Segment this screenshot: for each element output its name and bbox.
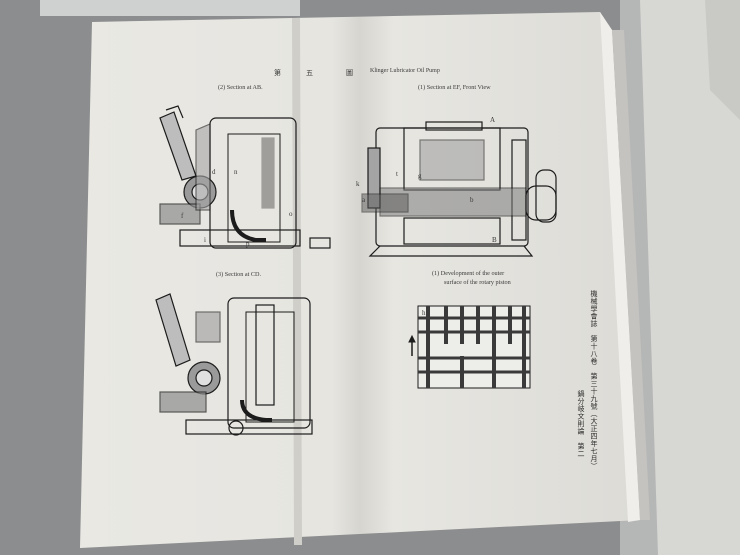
page-right-edge <box>600 12 640 522</box>
open-page <box>80 12 640 548</box>
plate-header-middle-glyph: 五 <box>306 69 313 77</box>
figure-letter: d <box>212 168 216 176</box>
figure-letter: i <box>204 236 206 244</box>
figure-letter: a <box>362 196 366 204</box>
margin-note-col2: 鍋分岐文則論 第二 <box>577 390 585 458</box>
figure-letter: h <box>422 309 426 317</box>
back-page-right-inner <box>705 0 740 120</box>
figure-letter: f <box>181 212 184 220</box>
caption-development-line2: surface of the rotary piston <box>444 279 511 286</box>
back-sheet-left <box>40 0 300 16</box>
caption-development-line1: (1) Development of the outer <box>432 270 505 277</box>
margin-note-col1: 機械學會誌 第十八卷 第三十九號（大正四年七月） <box>590 290 598 470</box>
caption-section-cd: (3) Section at CD. <box>216 271 262 278</box>
plate-header-title: Klinger Lubricator Oil Pump <box>370 68 440 74</box>
figure-letter: p <box>246 240 250 248</box>
figure-letter: g <box>418 172 422 180</box>
caption-section-ef: (1) Section at EF, Front View <box>418 84 491 91</box>
figure-letter: t <box>396 170 398 178</box>
figure-letter: n <box>234 168 238 176</box>
drawing-section-ef <box>361 121 557 257</box>
plate-header-right-glyph: 圖 <box>346 69 353 77</box>
plate-header-left-glyph: 第 <box>274 69 281 77</box>
caption-section-ab: (2) Section at AB. <box>218 84 263 91</box>
figure-letter: k <box>356 180 360 188</box>
drawing-section-cd <box>155 293 313 436</box>
drawing-development <box>408 305 531 389</box>
figure-letter: o <box>289 210 293 218</box>
spine-edge <box>612 30 650 520</box>
figure-letter: e <box>460 360 464 368</box>
figure-letter: A <box>490 116 496 124</box>
figure-letter: B <box>492 236 497 244</box>
back-page-right <box>640 0 740 555</box>
drawing-section-ab <box>159 105 331 249</box>
figure-letter: b <box>470 196 474 204</box>
